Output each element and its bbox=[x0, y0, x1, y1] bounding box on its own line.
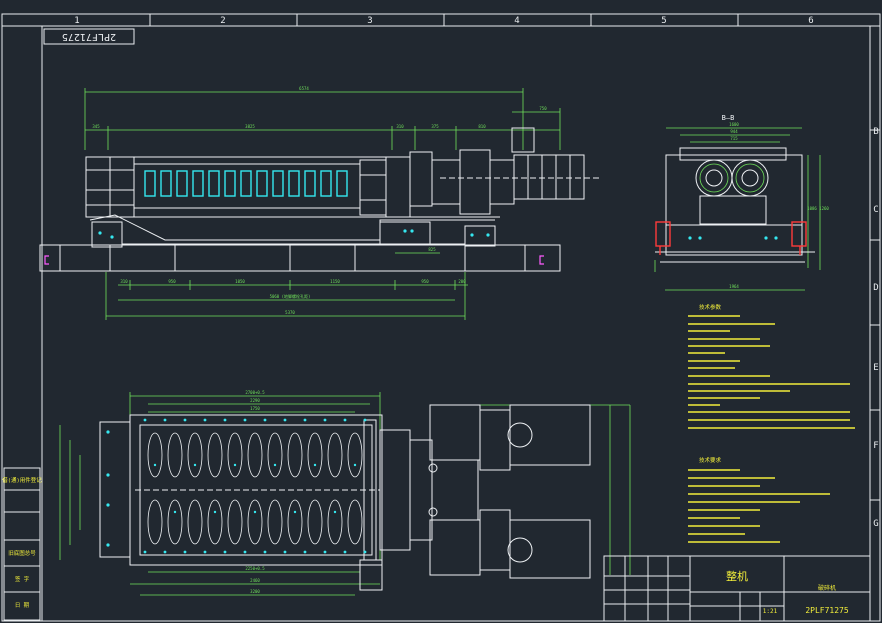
section-dimensions bbox=[654, 127, 821, 291]
svg-text:310: 310 bbox=[120, 279, 128, 284]
requirement-text-lines bbox=[688, 469, 830, 543]
svg-text:715: 715 bbox=[730, 136, 738, 141]
title-block-scale: 1:21 bbox=[763, 608, 778, 615]
drive-chains bbox=[699, 163, 765, 193]
left-registration-strip: 借(通)用件登记 旧底图总号 签 字 日 期 bbox=[2, 467, 42, 621]
front-view: 6574 345 3825 310 375 810 750 310 950 10… bbox=[39, 86, 600, 320]
zone-row-label: D bbox=[873, 283, 878, 293]
notes-title-requirements: 技术要求 bbox=[699, 456, 722, 464]
section-bolts bbox=[688, 236, 778, 240]
notes-title-parameters: 技术参数 bbox=[699, 303, 722, 311]
zone-col-label: 5 bbox=[661, 16, 666, 26]
svg-text:3200: 3200 bbox=[250, 589, 260, 594]
anchor-markers bbox=[98, 229, 490, 239]
title-block-drawing-number: 2PLF71275 bbox=[805, 606, 849, 615]
front-view-dimensions bbox=[84, 88, 561, 320]
section-view-b-b: B—B 1600 944 715 1086 1260 1964 bbox=[654, 114, 829, 291]
section-label: B—B bbox=[722, 114, 735, 122]
zone-row-label: G bbox=[873, 519, 878, 529]
svg-text:825: 825 bbox=[428, 247, 436, 252]
hydraulic-cylinders bbox=[655, 221, 807, 255]
svg-text:950: 950 bbox=[168, 279, 176, 284]
end-brackets bbox=[44, 255, 544, 265]
svg-text:6574: 6574 bbox=[299, 86, 309, 91]
parameter-text-lines bbox=[688, 315, 855, 429]
zone-col-label: 6 bbox=[808, 16, 813, 26]
svg-text:2250+0.5: 2250+0.5 bbox=[245, 566, 265, 571]
svg-text:1086: 1086 bbox=[807, 206, 817, 211]
svg-text:3825: 3825 bbox=[245, 124, 255, 129]
svg-text:2700+0.5: 2700+0.5 bbox=[245, 390, 265, 395]
svg-text:810: 810 bbox=[478, 124, 486, 129]
gearbox-section bbox=[655, 147, 815, 263]
svg-text:1260: 1260 bbox=[819, 206, 829, 211]
strip-label: 借(通)用件登记 bbox=[2, 476, 42, 484]
title-block-name: 整机 bbox=[726, 569, 748, 583]
top-view: 2700+0.5 2290 1750 2250+0.5 2460 3200 bbox=[59, 390, 631, 596]
svg-text:1964: 1964 bbox=[729, 284, 739, 289]
drawing-frame bbox=[1, 13, 881, 622]
zone-row-labels: B C D E F G bbox=[873, 127, 878, 529]
zone-col-label: 1 bbox=[74, 16, 79, 26]
title-block: 整机 破碎机 1:21 2PLF71275 bbox=[603, 555, 871, 622]
svg-text:1750: 1750 bbox=[250, 406, 260, 411]
crusher-housing-top bbox=[99, 404, 591, 591]
housing-bolt-markers bbox=[106, 418, 367, 554]
section-dimension-values: 1600 944 715 1086 1260 1964 bbox=[729, 122, 829, 289]
drawing-number-box: 2PLF71275 bbox=[43, 28, 135, 45]
strip-label: 旧底图总号 bbox=[8, 549, 36, 557]
title-block-product: 破碎机 bbox=[818, 584, 836, 592]
zone-col-label: 4 bbox=[514, 16, 519, 26]
zone-col-label: 3 bbox=[367, 16, 372, 26]
strip-label: 日 期 bbox=[15, 602, 30, 609]
svg-text:200: 200 bbox=[458, 279, 466, 284]
zone-row-label: B bbox=[873, 127, 878, 137]
svg-text:1600: 1600 bbox=[729, 122, 739, 127]
svg-text:310: 310 bbox=[396, 124, 404, 129]
svg-text:950: 950 bbox=[421, 279, 429, 284]
zone-column-labels: 1 2 3 4 5 6 bbox=[74, 16, 813, 26]
svg-text:944: 944 bbox=[730, 129, 738, 134]
front-view-dimension-values: 6574 345 3825 310 375 810 750 310 950 10… bbox=[92, 86, 547, 315]
svg-text:2290: 2290 bbox=[250, 398, 260, 403]
drawing-number-rotated: 2PLF71275 bbox=[62, 31, 116, 42]
svg-text:345: 345 bbox=[92, 124, 100, 129]
zone-col-label: 2 bbox=[220, 16, 225, 26]
technical-notes: 技术参数 技术要求 bbox=[688, 303, 855, 543]
zone-row-label: C bbox=[873, 205, 878, 215]
svg-text:5370: 5370 bbox=[285, 310, 295, 315]
rotor-windows bbox=[144, 170, 348, 197]
rotor-teeth-array bbox=[147, 432, 363, 545]
zone-row-label: F bbox=[873, 441, 878, 451]
strip-label: 签 字 bbox=[15, 575, 30, 583]
svg-text:2460: 2460 bbox=[250, 578, 260, 583]
svg-text:375: 375 bbox=[431, 124, 439, 129]
svg-text:750: 750 bbox=[539, 106, 547, 111]
base-frame bbox=[39, 214, 561, 272]
svg-text:5060 (地脚螺栓孔距): 5060 (地脚螺栓孔距) bbox=[270, 293, 311, 299]
svg-text:1150: 1150 bbox=[330, 279, 340, 284]
svg-text:1050: 1050 bbox=[235, 279, 245, 284]
top-view-dimension-values: 2700+0.5 2290 1750 2250+0.5 2460 3200 bbox=[245, 390, 265, 594]
zone-row-label: E bbox=[873, 363, 878, 373]
